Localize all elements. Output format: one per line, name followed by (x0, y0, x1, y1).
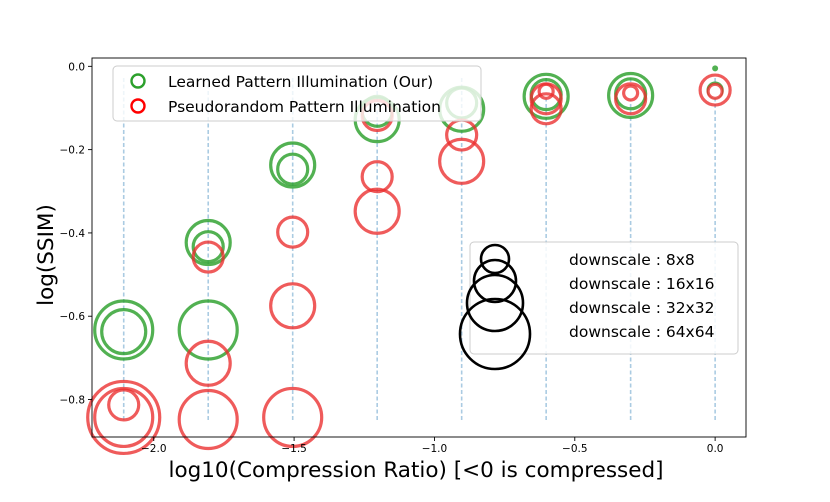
random-point-18 (614, 82, 648, 116)
y-tick-label: 0.0 (68, 61, 85, 73)
y-axis-label: log(SSIM) (34, 204, 59, 306)
plot-frame (91, 57, 747, 438)
learned-point-2 (184, 218, 232, 267)
learned-point-15 (712, 65, 719, 72)
learned-point-12 (522, 72, 570, 120)
learned-point-3 (191, 230, 225, 264)
color-legend: Learned Pattern Illumination (Our) Pseudo… (112, 65, 482, 122)
x-tick-label: −1.0 (422, 443, 448, 455)
random-point-19 (706, 82, 724, 100)
size-legend-label: downscale : 16x16 (569, 275, 714, 293)
random-point-2 (86, 379, 162, 456)
y-tick-label: −0.2 (60, 145, 86, 157)
legend-label: Learned Pattern Illumination (Our) (168, 73, 433, 91)
y-tick-label: −0.4 (60, 228, 86, 240)
random-point-8 (262, 386, 324, 449)
size-legend-marker (479, 243, 511, 275)
random-point-20 (698, 73, 732, 107)
x-axis-label: log10(Compression Ratio) [<0 is compress… (168, 458, 663, 483)
learned-point-4 (177, 299, 239, 361)
x-axis-ticks: −2.0 −1.5 −1.0 −0.5 0.0 (141, 437, 723, 455)
size-legend-marker (458, 297, 532, 371)
random-point-17 (622, 84, 640, 102)
learned-point-14 (607, 71, 655, 120)
random-point-15 (529, 82, 563, 116)
size-legend: downscale : 8x8 downscale : 16x16 downscal… (458, 241, 739, 371)
size-legend-box (469, 241, 739, 355)
learned-point-6 (276, 152, 310, 186)
size-legend-label: downscale : 32x32 (569, 299, 714, 317)
y-tick-label: −0.8 (60, 395, 86, 407)
size-legend-marker (465, 273, 525, 333)
x-tick-label: −0.5 (562, 443, 588, 455)
y-tick-label: −0.6 (60, 311, 86, 323)
x-tick-label: 0.0 (707, 443, 724, 455)
size-legend-marker (472, 258, 518, 304)
random-point-7 (269, 282, 317, 330)
x-tick-label: −1.5 (281, 443, 307, 455)
random-point-3 (191, 240, 225, 274)
legend-marker (130, 73, 146, 89)
size-legend-label: downscale : 8x8 (569, 251, 695, 269)
random-point-4 (184, 339, 232, 387)
legend-marker (130, 98, 146, 114)
learned-point-5 (269, 141, 317, 189)
random-point-10 (360, 160, 394, 194)
random-point-16 (529, 92, 563, 126)
learned-point-0 (93, 299, 155, 361)
learned-point-1 (100, 308, 148, 356)
y-axis-ticks: 0.0 −0.2 −0.4 −0.6 −0.8 (60, 61, 92, 407)
random-point-11 (353, 187, 401, 235)
random-point-1 (93, 386, 155, 449)
random-point-13 (438, 137, 486, 185)
legend-label: Pseudorandom Pattern Illumination (168, 98, 441, 116)
x-tick-label: −2.0 (141, 443, 167, 455)
random-point-6 (276, 215, 310, 249)
random-point-5 (177, 388, 239, 451)
legend-box (112, 65, 482, 122)
size-legend-label: downscale : 64x64 (569, 323, 714, 341)
